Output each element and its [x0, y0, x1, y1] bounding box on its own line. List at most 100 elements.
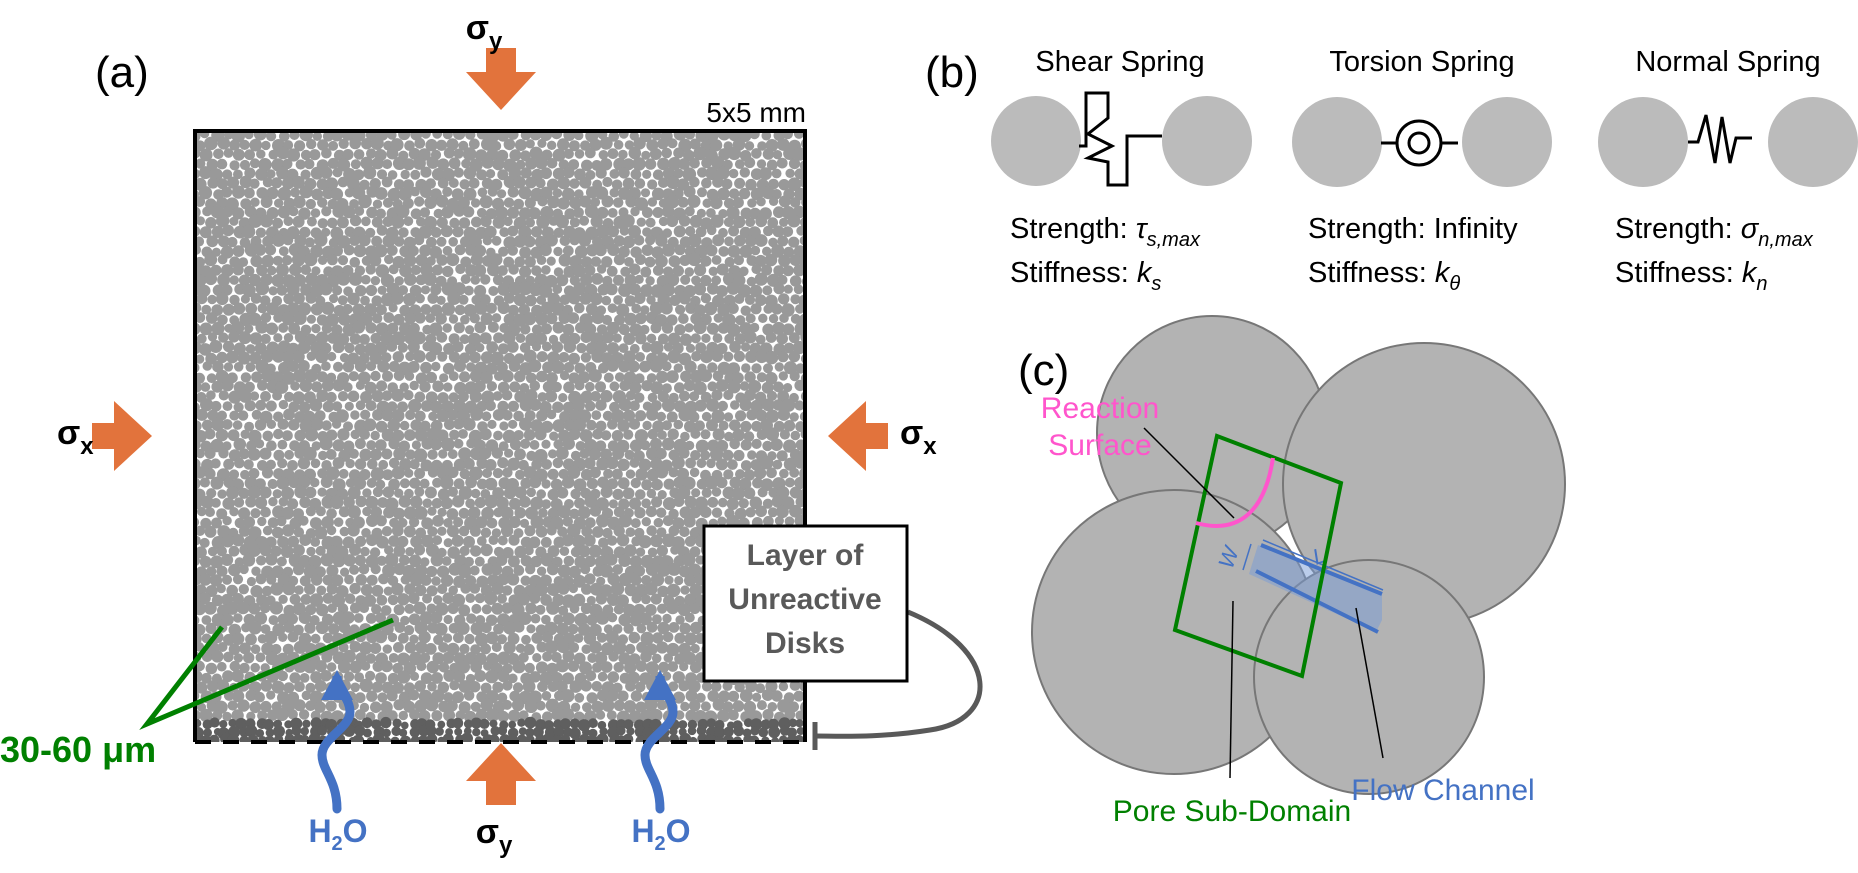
grain — [207, 332, 218, 342]
grain — [537, 681, 548, 692]
grain — [243, 265, 255, 277]
grain — [388, 457, 400, 469]
grain — [645, 563, 659, 576]
grain — [502, 699, 513, 710]
grain — [508, 516, 521, 529]
grain — [469, 351, 481, 364]
grain — [428, 411, 438, 421]
grain — [460, 583, 471, 594]
grain — [598, 537, 609, 549]
grain — [662, 283, 675, 297]
strength-subscript: n,max — [1758, 229, 1813, 251]
sigma-subscript: x — [80, 433, 94, 460]
grain — [439, 373, 449, 383]
grain — [711, 350, 724, 363]
grain — [414, 699, 428, 713]
grain — [618, 613, 631, 627]
grain — [534, 583, 548, 597]
grain — [779, 313, 789, 324]
reaction-surface-arc — [1195, 457, 1275, 528]
grain — [579, 195, 592, 208]
grain — [480, 698, 494, 712]
grain — [426, 585, 438, 597]
grain — [625, 643, 636, 655]
grain — [398, 227, 409, 238]
grain — [416, 216, 426, 227]
grain — [257, 303, 268, 314]
grain — [657, 621, 670, 635]
grain — [322, 592, 334, 604]
grain — [678, 215, 691, 227]
grain — [438, 700, 450, 713]
grain — [789, 197, 801, 208]
torsion-spring-icon — [1395, 119, 1443, 167]
grain — [205, 507, 215, 518]
grain — [522, 680, 536, 693]
grain — [392, 662, 404, 674]
grain — [546, 563, 559, 576]
grain — [641, 342, 652, 353]
grain — [563, 419, 576, 432]
grain — [792, 340, 805, 355]
grain — [635, 468, 648, 481]
grain — [529, 398, 542, 411]
grain — [372, 409, 384, 421]
grain — [344, 342, 355, 354]
grain — [515, 469, 525, 480]
grain — [271, 680, 285, 694]
grain — [717, 303, 730, 317]
grain — [574, 692, 585, 703]
grain — [589, 582, 603, 596]
grain — [641, 150, 651, 160]
grain — [562, 401, 575, 414]
grain — [635, 660, 648, 672]
grain — [426, 427, 440, 441]
grain — [618, 572, 633, 587]
grain — [721, 178, 733, 190]
grain — [289, 672, 301, 684]
grain — [524, 545, 534, 556]
grain — [493, 430, 503, 441]
sigma-x-left-label: σx — [57, 414, 94, 460]
grain — [399, 420, 410, 431]
grain — [509, 690, 521, 702]
grain — [282, 430, 293, 441]
grain — [236, 601, 250, 615]
grain — [773, 282, 785, 295]
grain — [309, 690, 324, 705]
grain — [487, 321, 499, 333]
grain — [674, 382, 685, 394]
grain — [756, 197, 766, 207]
grain — [788, 350, 801, 363]
grain — [498, 441, 509, 451]
grain — [359, 603, 370, 614]
torsion-spring-diagram: Torsion Spring Strength: Infinity Stiffn… — [1292, 46, 1552, 295]
grain — [744, 371, 756, 383]
grain — [569, 603, 580, 614]
grain — [717, 709, 730, 723]
grain — [299, 184, 313, 199]
grain — [479, 428, 492, 441]
grain — [635, 352, 645, 362]
grain — [766, 159, 778, 171]
grain — [711, 487, 722, 497]
grain — [519, 246, 532, 259]
grain — [666, 583, 681, 598]
grain — [552, 321, 565, 334]
grain — [530, 226, 543, 238]
grain — [556, 622, 570, 636]
grain — [783, 420, 796, 432]
grain — [666, 273, 680, 287]
grain — [518, 281, 533, 296]
grain — [687, 252, 701, 267]
grain — [613, 506, 625, 518]
grain — [687, 679, 701, 693]
grain — [585, 381, 595, 392]
grain — [502, 331, 516, 345]
grain — [259, 295, 271, 306]
grain — [693, 282, 707, 296]
grain — [232, 264, 244, 276]
grain — [591, 273, 604, 285]
grain — [768, 196, 779, 206]
grain — [462, 147, 477, 161]
